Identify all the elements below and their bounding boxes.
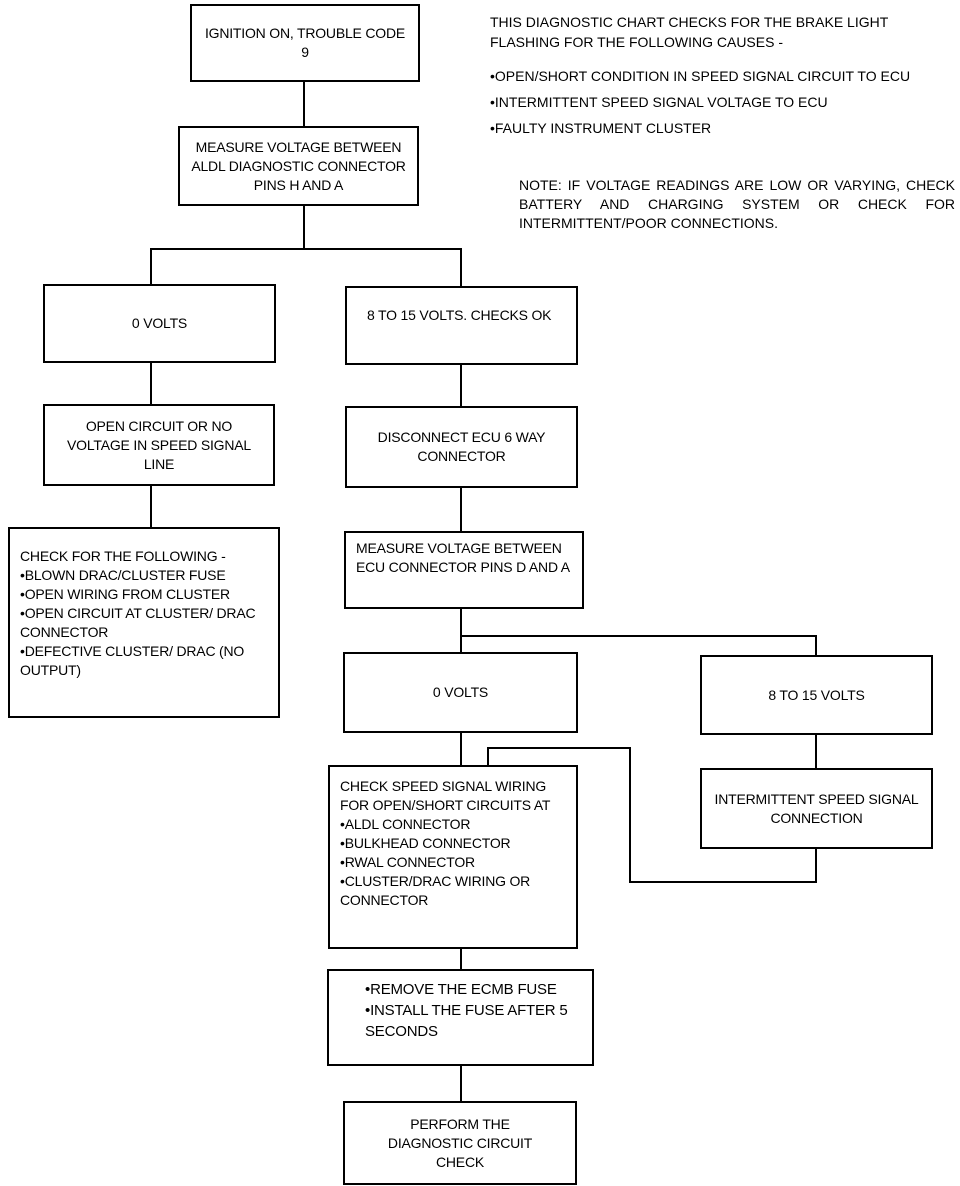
box-open-circuit-text: OPEN CIRCUIT OR NO VOLTAGE IN SPEED SIGN… <box>67 417 251 472</box>
connector-measure-ecu-split <box>460 609 817 655</box>
note-text: NOTE: IF VOLTAGE READINGS ARE LOW OR VAR… <box>519 177 955 231</box>
cause-item: OPEN/SHORT CONDITION IN SPEED SIGNAL CIR… <box>490 66 958 86</box>
box-ignition-on-text: IGNITION ON, TROUBLE CODE 9 <box>204 25 406 60</box>
box-zero-volts-ecu: 0 VOLTS <box>343 652 578 733</box>
box-check-following: CHECK FOR THE FOLLOWING - BLOWN DRAC/CLU… <box>8 527 280 718</box>
connector-volts-loop <box>487 747 817 883</box>
fuse-step-item: REMOVE THE ECMB FUSE <box>365 979 572 1000</box>
box-intermittent-connection-text: INTERMITTENT SPEED SIGNAL CONNECTION <box>714 790 919 826</box>
intro-text: THIS DIAGNOSTIC CHART CHECKS FOR THE BRA… <box>490 14 889 50</box>
check-following-title: CHECK FOR THE FOLLOWING - <box>20 548 226 564</box>
check-following-item: DEFECTIVE CLUSTER/ DRAC (NO OUTPUT) <box>20 642 268 680</box>
check-wiring-item: BULKHEAD CONNECTOR <box>340 834 566 853</box>
box-ignition-on: IGNITION ON, TROUBLE CODE 9 <box>190 4 420 82</box>
intro-text-block: THIS DIAGNOSTIC CHART CHECKS FOR THE BRA… <box>490 12 958 138</box>
box-zero-volts-aldl-text: 0 VOLTS <box>131 315 188 331</box>
box-fuse-steps: REMOVE THE ECMB FUSE INSTALL THE FUSE AF… <box>327 969 594 1066</box>
box-checks-ok-text: 8 TO 15 VOLTS. CHECKS OK <box>367 307 552 323</box>
check-wiring-item: CLUSTER/DRAC WIRING OR CONNECTOR <box>340 872 566 910</box>
box-8-to-15-volts-text: 8 TO 15 VOLTS <box>768 686 865 703</box>
box-checks-ok: 8 TO 15 VOLTS. CHECKS OK <box>345 286 578 365</box>
check-following-item: OPEN CIRCUIT AT CLUSTER/ DRAC CONNECTOR <box>20 604 268 642</box>
box-open-circuit: OPEN CIRCUIT OR NO VOLTAGE IN SPEED SIGN… <box>43 404 275 486</box>
check-following-item: BLOWN DRAC/CLUSTER FUSE <box>20 566 268 585</box>
check-following-item: OPEN WIRING FROM CLUSTER <box>20 585 268 604</box>
box-check-wiring: CHECK SPEED SIGNAL WIRING FOR OPEN/SHORT… <box>328 765 578 949</box>
box-disconnect-ecu-text: DISCONNECT ECU 6 WAY CONNECTOR <box>377 429 546 464</box>
fuse-step-item: INSTALL THE FUSE AFTER 5 SECONDS <box>365 1000 572 1042</box>
connector-measure-split <box>150 248 462 286</box>
check-wiring-title: CHECK SPEED SIGNAL WIRING FOR OPEN/SHORT… <box>340 778 551 813</box>
cause-list: OPEN/SHORT CONDITION IN SPEED SIGNAL CIR… <box>490 66 958 138</box>
box-zero-volts-ecu-text: 0 VOLTS <box>432 684 489 700</box>
cause-item: FAULTY INSTRUMENT CLUSTER <box>490 118 958 138</box>
box-zero-volts-aldl: 0 VOLTS <box>43 284 276 363</box>
box-measure-ecu-text: MEASURE VOLTAGE BETWEEN ECU CONNECTOR PI… <box>356 540 570 575</box>
cause-item: INTERMITTENT SPEED SIGNAL VOLTAGE TO ECU <box>490 92 958 112</box>
box-disconnect-ecu: DISCONNECT ECU 6 WAY CONNECTOR <box>345 406 578 488</box>
box-8-to-15-volts: 8 TO 15 VOLTS <box>700 655 933 735</box>
box-measure-ecu: MEASURE VOLTAGE BETWEEN ECU CONNECTOR PI… <box>344 531 584 609</box>
box-measure-aldl: MEASURE VOLTAGE BETWEEN ALDL DIAGNOSTIC … <box>178 126 419 206</box>
check-wiring-item: RWAL CONNECTOR <box>340 853 566 872</box>
box-perform-check-text: PERFORM THE DIAGNOSTIC CIRCUIT CHECK <box>387 1115 533 1170</box>
box-measure-aldl-text: MEASURE VOLTAGE BETWEEN ALDL DIAGNOSTIC … <box>191 138 406 193</box>
box-perform-check: PERFORM THE DIAGNOSTIC CIRCUIT CHECK <box>343 1101 577 1185</box>
box-intermittent-connection: INTERMITTENT SPEED SIGNAL CONNECTION <box>700 768 933 849</box>
check-wiring-item: ALDL CONNECTOR <box>340 815 566 834</box>
